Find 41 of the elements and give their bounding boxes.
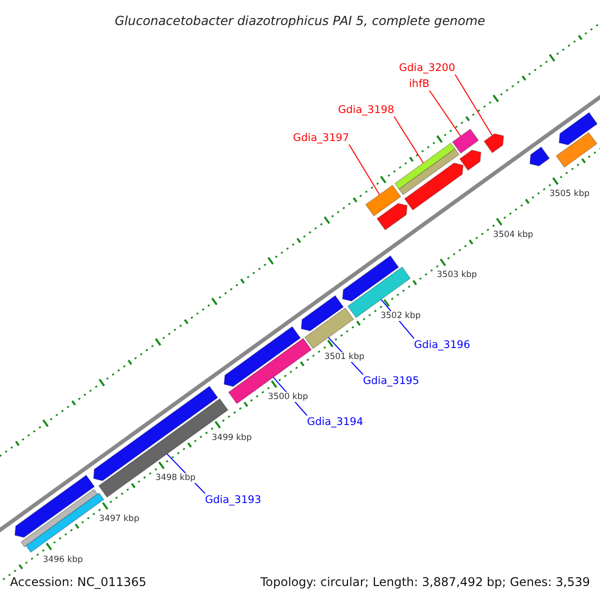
diagram-title: Gluconacetobacter diazotrophicus PAI 5, complete genome (114, 13, 486, 28)
scale-label: 3504 kbp (492, 230, 534, 240)
gene-bar (459, 150, 482, 171)
gene-label: Gdia_3193 (205, 494, 262, 506)
gene-bar (365, 184, 402, 216)
gene-bar (556, 132, 598, 168)
scale-label: 3505 kbp (548, 189, 590, 200)
gene-bar (14, 474, 95, 538)
gene-bar (484, 133, 504, 154)
scale-label: 3503 kbp (436, 270, 478, 280)
gene-label: Gdia_3194 (307, 416, 364, 428)
gene-bar (398, 148, 460, 196)
leader-line (348, 144, 380, 196)
gene-bar (304, 307, 354, 350)
scale-label: 3500 kbp (267, 392, 310, 402)
gene-bar (404, 162, 464, 211)
gene-bar (558, 112, 598, 146)
scale-label: 3501 kbp (323, 352, 366, 362)
scale-label: 3498 kbp (154, 473, 197, 484)
gene-bar (394, 142, 456, 190)
scale-label: 3502 kbp (380, 310, 422, 321)
gene-label: Gdia_3198 (338, 104, 394, 116)
gene-label: Gdia_3197 (293, 132, 350, 144)
gene-bar (529, 146, 550, 166)
scale-label: 3496 kbp (42, 554, 84, 564)
gene-label: Gdia_3196 (414, 338, 470, 352)
gene-label: Gdia_3200 (399, 62, 456, 74)
gene-bar (452, 128, 480, 154)
gene-bar (342, 255, 400, 302)
leader-line (429, 90, 462, 137)
gene-bar (224, 326, 301, 387)
accession-text: Accession: NC_011365 (10, 575, 146, 589)
gene-label: ihfB (409, 78, 430, 90)
scale-label: 3499 kbp (210, 432, 253, 443)
gene-bar (300, 295, 344, 332)
gene-label: Gdia_3195 (363, 374, 420, 388)
gene-bar (228, 338, 312, 404)
scale-label: 3497 kbp (98, 514, 140, 524)
gene-bar (376, 202, 408, 230)
genome-summary-text: Topology: circular; Length: 3,887,492 bp; Genes: 3,539 (260, 575, 590, 589)
leader-line (454, 74, 493, 136)
